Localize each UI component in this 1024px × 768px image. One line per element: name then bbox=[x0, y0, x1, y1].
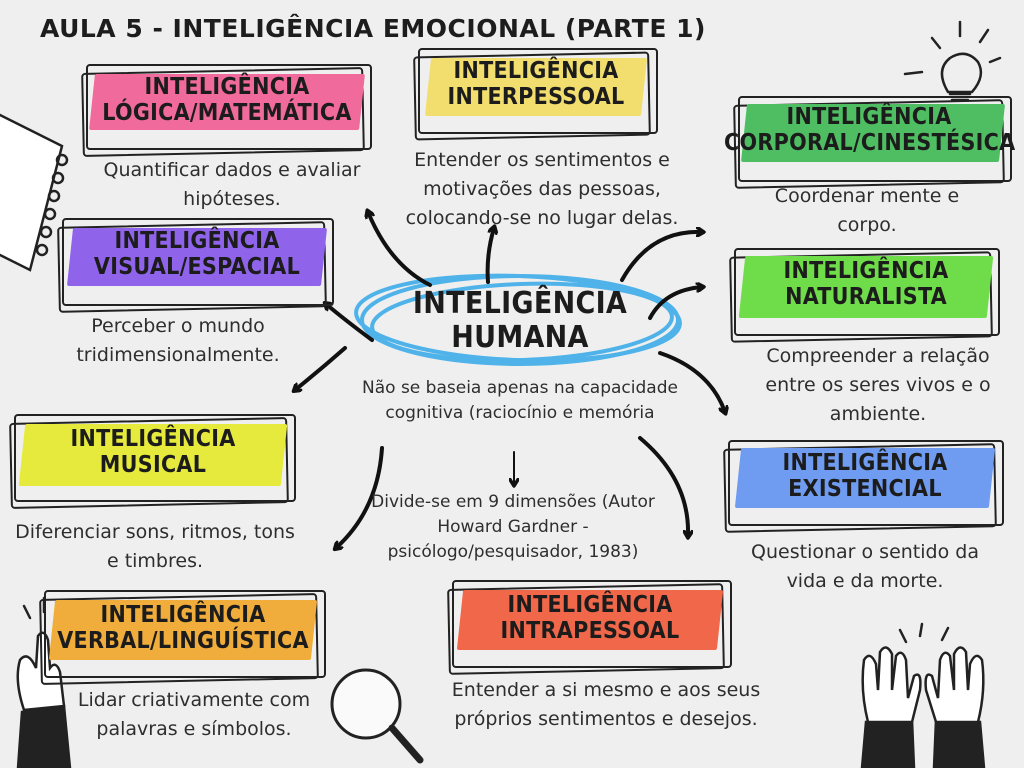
card-title-verbal: INTELIGÊNCIA VERBAL/LINGUÍSTICA bbox=[44, 602, 322, 654]
center-node-title: INTELIGÊNCIA HUMANA bbox=[410, 287, 630, 355]
card-title-line1: INTELIGÊNCIA bbox=[783, 258, 949, 284]
card-title-naturalista: INTELIGÊNCIA NATURALISTA bbox=[742, 258, 990, 310]
card-title-line1: INTELIGÊNCIA bbox=[782, 450, 948, 476]
card-title-musical: INTELIGÊNCIA MUSICAL bbox=[22, 426, 284, 478]
card-title-line1: INTELIGÊNCIA bbox=[453, 58, 619, 84]
magnifier-icon bbox=[330, 668, 424, 764]
card-title-corporal: INTELIGÊNCIA CORPORAL/CINESTÉSICA bbox=[724, 104, 1016, 156]
card-title-line2: INTRAPESSOAL bbox=[500, 618, 680, 644]
arrow-to-visual bbox=[326, 304, 374, 342]
card-desc-logica: Quantificar dados e avaliar hipóteses. bbox=[103, 159, 361, 210]
card-title-line2: EXISTENCIAL bbox=[788, 476, 942, 502]
card-title-intrapessoal: INTELIGÊNCIA INTRAPESSOAL bbox=[460, 592, 720, 644]
center-title-line1: INTELIGÊNCIA bbox=[412, 286, 628, 321]
card-title-line2: NATURALISTA bbox=[785, 284, 947, 310]
arrow-to-logica bbox=[368, 212, 432, 287]
card-title-line2: MUSICAL bbox=[99, 452, 207, 478]
page-title: AULA 5 - INTELIGÊNCIA EMOCIONAL (PARTE 1… bbox=[40, 14, 706, 43]
arrow-to-intrapessoal bbox=[638, 436, 688, 536]
card-title-interpessoal: INTELIGÊNCIA INTERPESSOAL bbox=[428, 58, 644, 110]
card-interpessoal bbox=[418, 48, 658, 134]
lightbulb-icon bbox=[903, 20, 1002, 102]
card-desc-corporal: Coordenar mente e corpo. bbox=[774, 185, 960, 236]
card-title-line1: INTELIGÊNCIA bbox=[100, 602, 266, 628]
card-intrapessoal bbox=[452, 580, 732, 668]
card-title-existencial: INTELIGÊNCIA EXISTENCIAL bbox=[738, 450, 992, 502]
center-ellipse bbox=[354, 273, 682, 366]
card-corporal bbox=[738, 96, 1012, 182]
card-title-line2: CORPORAL/CINESTÉSICA bbox=[724, 130, 1016, 156]
center-title-line2: HUMANA bbox=[451, 320, 589, 355]
card-title-logica: INTELIGÊNCIA LÓGICA/MATEMÁTICA bbox=[92, 74, 362, 126]
card-title-line2: INTERPESSOAL bbox=[447, 84, 625, 110]
card-title-line1: INTELIGÊNCIA bbox=[114, 228, 280, 254]
center-note: Não se baseia apenas na capacidade cogni… bbox=[362, 378, 678, 423]
card-verbal bbox=[44, 590, 326, 678]
arrow-to-naturalista bbox=[648, 287, 702, 320]
arrow-to-verbal bbox=[336, 446, 384, 548]
card-title-line2: VERBAL/LINGUÍSTICA bbox=[57, 628, 309, 654]
card-title-visual: INTELIGÊNCIA VISUAL/ESPACIAL bbox=[70, 228, 324, 280]
card-title-line1: INTELIGÊNCIA bbox=[70, 426, 236, 452]
card-desc-existencial: Questionar o sentido da vida e da morte. bbox=[751, 541, 979, 592]
card-musical bbox=[14, 414, 296, 502]
arrow-to-existencial bbox=[658, 351, 725, 412]
card-logica bbox=[86, 64, 372, 150]
arrow-to-musical bbox=[295, 346, 347, 390]
card-title-line1: INTELIGÊNCIA bbox=[786, 104, 952, 130]
card-desc-musical: Diferenciar sons, ritmos, tons e timbres… bbox=[15, 521, 295, 572]
card-title-line1: INTELIGÊNCIA bbox=[507, 592, 673, 618]
card-desc-naturalista: Compreender a relação entre os seres viv… bbox=[765, 345, 991, 425]
raised-hands-icon bbox=[860, 622, 986, 768]
card-naturalista bbox=[734, 248, 1000, 336]
card-title-line2: VISUAL/ESPACIAL bbox=[93, 254, 301, 280]
card-visual bbox=[62, 218, 334, 306]
notebook-icon bbox=[0, 113, 69, 272]
card-desc-intrapessoal: Entender a si mesmo e aos seus próprios … bbox=[451, 679, 761, 730]
card-desc-verbal: Lidar criativamente com palavras e símbo… bbox=[77, 689, 311, 740]
card-title-line2: LÓGICA/MATEMÁTICA bbox=[102, 100, 352, 126]
arrow-to-corporal bbox=[620, 232, 702, 282]
arrow-to-interpessoal bbox=[485, 228, 494, 284]
center-dimensions: Divide-se em 9 dimensões (Autor Howard G… bbox=[371, 492, 655, 562]
card-desc-interpessoal: Entender os sentimentos e motivações das… bbox=[405, 149, 679, 229]
card-title-line1: INTELIGÊNCIA bbox=[144, 74, 310, 100]
card-desc-visual: Perceber o mundo tridimensionalmente. bbox=[76, 315, 280, 366]
card-existencial bbox=[728, 440, 1004, 526]
